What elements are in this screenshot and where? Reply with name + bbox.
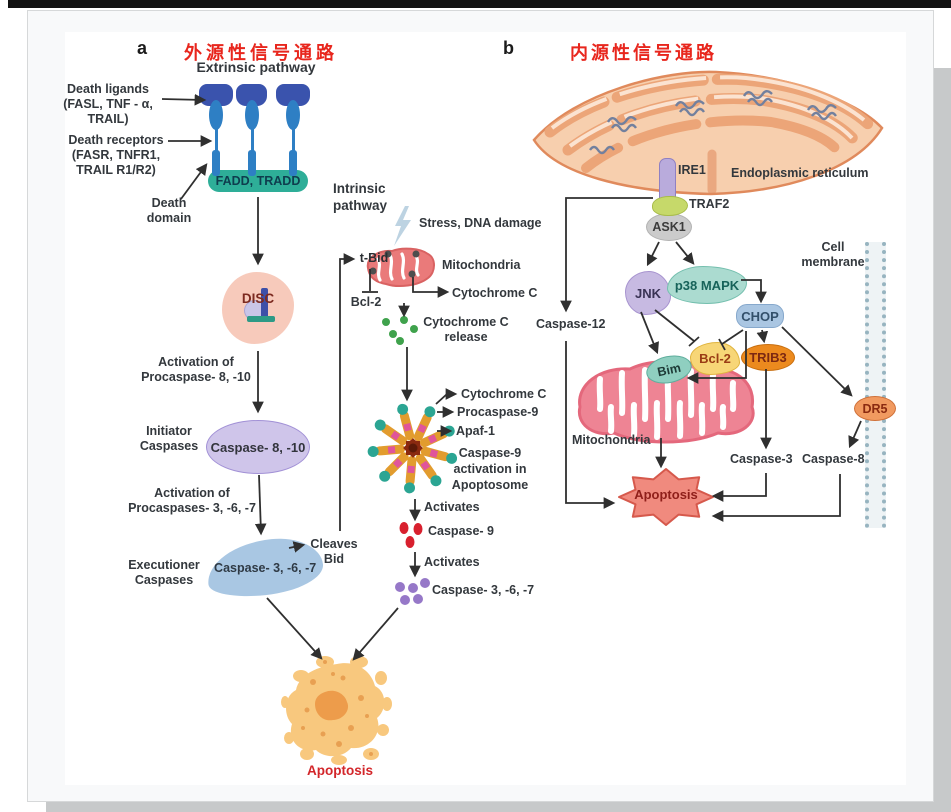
procaspase-9-label: Procaspase-9 [457,405,539,419]
activation-procaspases-3-6-7-label: Activation of Procaspases- 3, -6, -7 [128,486,256,515]
receptor-stem [214,128,218,152]
apoptosis-starburst-icon [618,468,714,526]
receptor-ligand-binding-icon [209,100,223,130]
apoptosome-cytochrome-c-label: Cytochrome C [461,387,547,401]
caspase-12-label: Caspase-12 [536,317,606,331]
chop-node: CHOP [736,304,784,328]
bcl2-label-a: Bcl-2 [350,295,382,309]
lightning-icon [394,206,411,246]
caspase-9-dots-icon [399,522,423,548]
bcl2-node-b: Bcl-2 [690,342,740,375]
trib3-node: TRIB3 [741,344,795,371]
ask1-node: ASK1 [646,213,692,241]
ask1-label: ASK1 [652,220,686,234]
jnk-node: JNK [625,271,671,315]
executioner-caspases-label: Executioner Caspases [128,558,200,587]
disc-label: DISC [241,291,275,306]
apaf-1-label: Apaf-1 [456,424,495,438]
panel-b-letter: b [503,38,514,58]
caspase-3-6-7-label: Caspase- 3, -6, -7 [213,560,317,575]
receptor-ligand-binding-icon [286,100,300,130]
caspase-8-10-label: Caspase- 8, -10 [210,439,306,455]
chop-label: CHOP [741,308,779,324]
caspase-9-label: Caspase- 9 [428,524,495,538]
cell-membrane-strip [865,242,886,528]
bim-label: Bim [655,360,683,379]
receptor-ligand-binding-icon [245,100,259,130]
death-receptor-icon [236,84,267,106]
receptor-death-domain-rod [289,150,297,176]
death-ligands-label: Death ligands (FASL, TNF - α, TRAIL) [63,82,153,126]
death-domain-label: Death domain [146,196,192,225]
caspase-3-6-7-mid-label: Caspase- 3, -6, -7 [432,583,535,597]
death-receptors-label: Death receptors (FASR, TNFR1, TRAIL R1/R… [68,133,164,177]
panel-a-title-zh: 外源性信号通路 [184,43,338,63]
cleaves-bid-label: Cleaves Bid [310,537,358,566]
top-black-bar [8,0,951,8]
p38-mapk-node: p38 MAPK [667,266,747,304]
apoptosome-icon [367,403,458,494]
traf2-label: TRAF2 [689,197,730,211]
endoplasmic-reticulum-icon [532,70,884,196]
stress-dna-damage-label: Stress, DNA damage [419,216,542,230]
panel-a-letter: a [137,38,148,58]
bcl2-label-b: Bcl-2 [699,351,731,366]
initiator-caspases-label: Initiator Caspases [139,424,199,453]
apoptosis-cell-icon [281,656,392,765]
receptor-stem [250,128,254,152]
death-receptor-icon [276,84,310,106]
ire1-label: IRE1 [678,163,706,177]
trib3-label: TRIB3 [749,350,787,365]
dr5-node: DR5 [854,396,896,421]
apoptosis-label-b: Apoptosis [634,487,698,502]
caspase-8-label-b: Caspase-8 [802,452,865,466]
mitochondria-label-a: Mitochondria [442,258,521,272]
mitochondria-label-b: Mitochondria [572,433,651,447]
intrinsic-pathway-title: Intrinsic pathway [333,181,388,213]
cytochrome-c-release-label: Cytochrome C release [423,315,509,344]
caspase9-activation-label: Caspase-9 activation in Apoptosome [451,446,529,492]
jnk-label: JNK [634,285,661,301]
t-bid-label: t-Bid [359,251,389,265]
receptor-death-domain-rod [212,150,220,176]
caspase-3-6-7-dots-icon [395,578,430,605]
activation-procaspase-8-10-label: Activation of Procaspase- 8, -10 [141,355,251,384]
receptor-death-domain-rod [248,150,256,176]
panel-b-title-zh: 内源性信号通路 [570,43,717,63]
mitochondria-small-icon [366,247,435,287]
caspase-8-10-node: Caspase- 8, -10 [206,420,310,474]
disc-inner-rod-icon [261,288,268,318]
fadd-tradd-adapter: FADD, TRADD [208,170,308,192]
fadd-tradd-label: FADD, TRADD [215,174,301,188]
extrinsic-pathway-title: Extrinsic pathway [196,59,316,75]
dr5-label: DR5 [862,401,888,416]
death-receptor-icon [199,84,233,106]
cell-membrane-label: Cell membrane [801,240,865,269]
cytochrome-c-label: Cytochrome C [452,286,538,300]
p38-mapk-label: p38 MAPK [674,277,740,293]
activates-label-1: Activates [424,500,480,514]
receptor-stem [291,128,295,152]
endoplasmic-reticulum-label: Endoplasmic reticulum [731,166,869,180]
disc-inner-base-icon [247,316,275,322]
cytochrome-c-dots-icon [382,316,418,345]
apoptosis-label-a: Apoptosis [307,763,373,778]
caspase-3-label-b: Caspase-3 [730,452,793,466]
activates-label-2: Activates [424,555,480,569]
